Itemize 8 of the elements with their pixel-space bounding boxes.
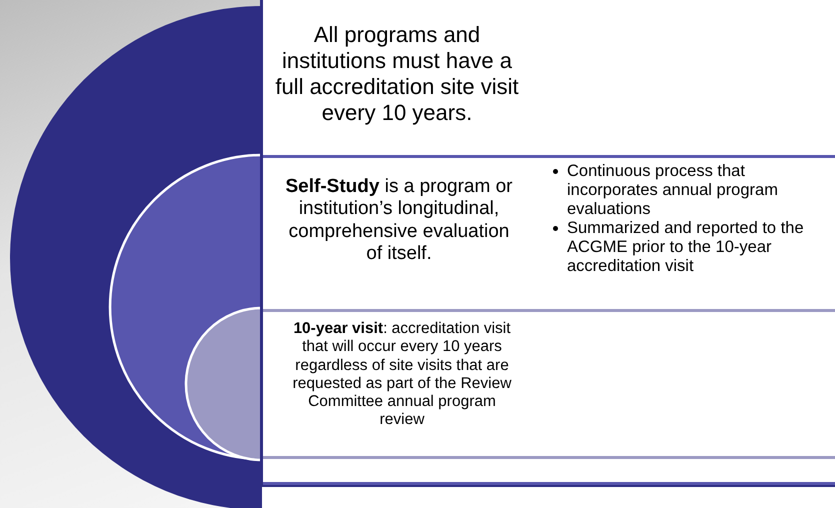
text-band — [260, 0, 835, 487]
description-text: Self-Study is a program or institution’s longitudinal, comprehensive evaluation of itself. — [285, 176, 513, 266]
text-band — [263, 155, 835, 485]
bullet-item: Continuous process that incorporates annual program evaluations — [567, 162, 779, 219]
text-band — [263, 309, 835, 459]
description-text: 10-year visit: accreditation visit that will occur every 10 years regardless of site visits that are requested as part of the Review Committee annual program review — [292, 320, 512, 430]
bullet-item: Summarized and reported to the ACGME prior to the 10-year accreditation visit — [567, 218, 805, 276]
description-text: All programs and institutions must have a full accreditation site visit every 10 years. — [274, 22, 520, 126]
